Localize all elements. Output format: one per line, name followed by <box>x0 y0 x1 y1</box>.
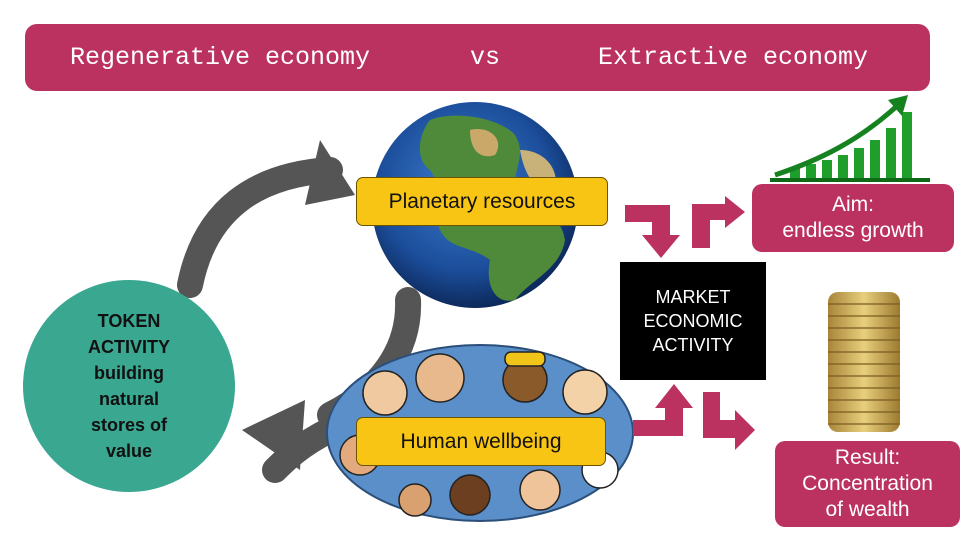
planetary-resources-label: Planetary resources <box>356 177 608 226</box>
human-wellbeing-text: Human wellbeing <box>400 429 562 453</box>
result-line-2: Concentration <box>802 471 933 495</box>
flow-arrows <box>625 196 755 450</box>
token-line-4: natural <box>98 389 159 409</box>
banner-vs: vs <box>470 43 501 72</box>
arrow-human-to-market-icon <box>633 384 693 436</box>
market-economic-activity-box: MARKET ECONOMIC ACTIVITY <box>620 262 766 380</box>
title-banner: Regenerative economy vs Extractive econo… <box>25 24 930 91</box>
token-line-6: value <box>105 441 153 462</box>
market-line-2: ECONOMIC <box>643 310 743 331</box>
result-line-3: of wealth <box>825 498 910 522</box>
growth-chart-icon <box>770 95 930 182</box>
aim-line-1: Aim: <box>832 192 874 216</box>
coin-stack-icon <box>828 292 900 432</box>
token-line-1: TOKEN <box>97 310 161 331</box>
arrow-market-to-aim-icon <box>692 196 745 248</box>
banner-regenerative: Regenerative economy <box>70 43 371 72</box>
token-activity-circle: TOKEN ACTIVITY building natural stores o… <box>23 280 235 492</box>
arrow-market-to-result-icon <box>703 392 755 450</box>
result-line-1: Result: <box>834 445 901 469</box>
human-wellbeing-label: Human wellbeing <box>356 417 606 466</box>
banner-extractive: Extractive economy <box>598 43 869 72</box>
token-line-2: ACTIVITY <box>87 336 170 357</box>
aim-line-2: endless growth <box>782 219 924 242</box>
token-line-5: stores of <box>90 415 168 436</box>
token-line-3: building <box>94 362 164 383</box>
aim-box: Aim: endless growth <box>752 184 954 252</box>
planetary-resources-text: Planetary resources <box>388 189 576 213</box>
market-line-1: MARKET <box>655 286 731 307</box>
result-box: Result: Concentration of wealth <box>775 441 960 527</box>
market-line-3: ACTIVITY <box>652 335 734 356</box>
arrow-planetary-to-market-icon <box>625 205 680 258</box>
